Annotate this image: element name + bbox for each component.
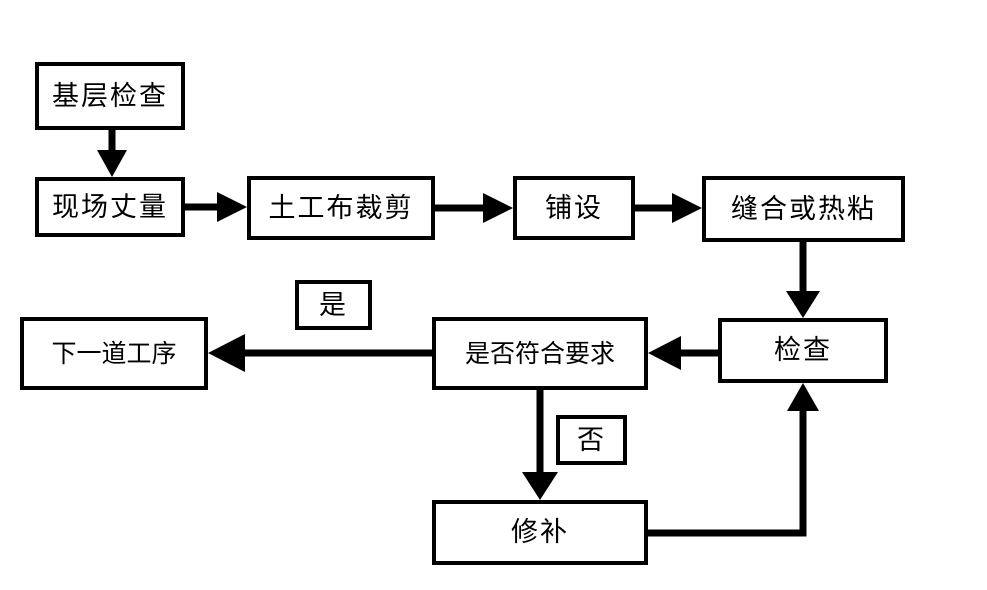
edge-inspect-to-decision: [648, 336, 718, 370]
node-seam-bond[interactable]: 缝合或热粘: [702, 176, 905, 242]
node-cut-fabric-label: 土工布裁剪: [268, 192, 414, 224]
edge-decision-to-repair: [522, 390, 558, 500]
node-seam-bond-label: 缝合或热粘: [731, 193, 876, 225]
edge-laying-to-seam-bond: [635, 193, 702, 223]
branch-tag-no: 否: [556, 415, 627, 465]
edge-repair-to-inspect: [648, 383, 819, 537]
node-inspect[interactable]: 检查: [718, 318, 888, 383]
branch-tag-yes: 是: [295, 280, 372, 330]
edge-base-check-to-site-measure: [97, 130, 127, 177]
node-inspect-label: 检查: [774, 335, 832, 366]
edge-site-measure-to-cut-fabric: [185, 192, 247, 222]
node-next-step[interactable]: 下一道工序: [20, 317, 208, 390]
branch-tag-no-label: 否: [577, 424, 606, 456]
node-base-check[interactable]: 基层检查: [35, 62, 185, 130]
node-site-measure-label: 现场丈量: [52, 191, 168, 223]
edge-decision-to-next-step: [208, 334, 432, 372]
node-next-step-label: 下一道工序: [51, 339, 177, 368]
node-base-check-label: 基层检查: [52, 80, 168, 112]
edge-cut-fabric-to-laying: [435, 193, 513, 223]
node-repair-label: 修补: [511, 517, 569, 548]
node-decision-meets-requirements[interactable]: 是否符合要求: [432, 317, 648, 390]
edge-seam-bond-to-inspect: [786, 242, 820, 318]
node-repair[interactable]: 修补: [432, 500, 648, 565]
node-cut-fabric[interactable]: 土工布裁剪: [247, 176, 435, 240]
node-laying[interactable]: 铺设: [513, 176, 635, 240]
node-site-measure[interactable]: 现场丈量: [35, 177, 185, 237]
branch-tag-yes-label: 是: [319, 289, 348, 321]
node-decision-label: 是否符合要求: [464, 339, 615, 368]
node-laying-label: 铺设: [545, 192, 603, 224]
